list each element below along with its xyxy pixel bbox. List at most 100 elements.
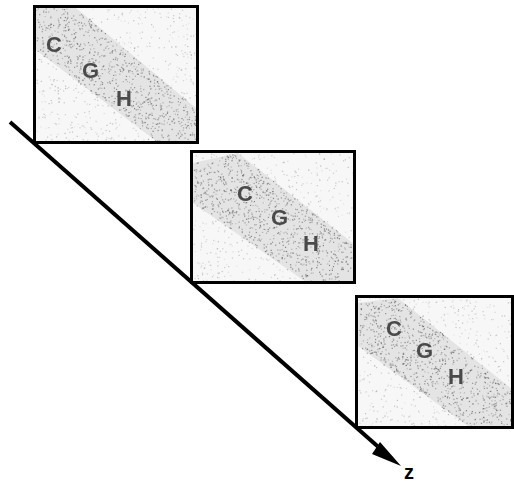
noise-speck (323, 208, 324, 209)
noise-speck (352, 173, 353, 174)
noise-speck (125, 62, 126, 63)
noise-speck (173, 111, 174, 112)
noise-speck (348, 195, 349, 196)
noise-speck (67, 88, 68, 89)
noise-speck (183, 97, 184, 98)
noise-speck (115, 71, 116, 72)
noise-speck (194, 136, 195, 137)
noise-speck (176, 111, 177, 112)
noise-speck (149, 43, 150, 44)
noise-speck (267, 223, 268, 224)
noise-speck (90, 49, 91, 50)
noise-speck (160, 88, 161, 89)
noise-speck (196, 62, 197, 63)
noise-speck (138, 105, 139, 106)
noise-speck (115, 59, 116, 60)
noise-speck (202, 223, 203, 224)
noise-speck (84, 91, 85, 92)
noise-speck (191, 79, 192, 80)
noise-speck (146, 127, 147, 128)
noise-speck (50, 79, 51, 80)
noise-speck (316, 216, 317, 217)
noise-speck (281, 188, 282, 189)
noise-speck (110, 123, 111, 124)
noise-speck (294, 278, 295, 279)
noise-speck (203, 193, 204, 194)
noise-speck (318, 216, 319, 217)
noise-speck (307, 275, 308, 276)
noise-speck (299, 226, 300, 227)
noise-speck (111, 96, 112, 97)
noise-speck (171, 85, 172, 86)
noise-speck (325, 226, 326, 227)
noise-speck (84, 101, 85, 102)
noise-speck (332, 258, 333, 259)
noise-speck (303, 219, 304, 220)
noise-speck (207, 280, 208, 281)
noise-speck (184, 52, 185, 53)
noise-speck (295, 172, 296, 173)
noise-speck (137, 109, 138, 110)
noise-speck (177, 55, 178, 56)
noise-speck (97, 100, 98, 101)
noise-speck (168, 97, 169, 98)
noise-speck (41, 61, 42, 62)
noise-speck (345, 232, 346, 233)
noise-speck (238, 228, 239, 229)
noise-speck (149, 98, 150, 99)
noise-image (36, 8, 199, 144)
noise-speck (121, 20, 122, 21)
noise-speck (218, 227, 219, 228)
noise-speck (114, 113, 115, 114)
noise-speck (335, 182, 336, 183)
noise-speck (177, 30, 178, 31)
noise-speck (109, 65, 110, 66)
noise-speck (126, 32, 127, 33)
microscopy-panel: CGH (33, 5, 199, 144)
noise-speck (48, 127, 49, 128)
noise-speck (118, 17, 119, 18)
noise-speck (204, 268, 205, 269)
noise-speck (173, 142, 174, 143)
noise-speck (253, 217, 254, 218)
noise-speck (206, 190, 207, 191)
noise-speck (56, 10, 57, 11)
noise-speck (287, 241, 288, 242)
noise-speck (329, 281, 330, 282)
noise-speck (180, 132, 181, 133)
noise-speck (95, 92, 96, 93)
noise-speck (347, 263, 348, 264)
noise-speck (346, 261, 347, 262)
noise-speck (221, 180, 222, 181)
noise-speck (330, 234, 331, 235)
noise-speck (354, 225, 355, 226)
noise-speck (98, 29, 99, 30)
noise-speck (91, 27, 92, 28)
noise-speck (85, 25, 86, 26)
noise-speck (154, 80, 155, 81)
noise-speck (117, 19, 118, 20)
noise-speck (150, 81, 151, 82)
noise-speck (317, 265, 318, 266)
noise-speck (92, 18, 93, 19)
noise-speck (197, 275, 198, 276)
noise-speck (113, 103, 114, 104)
noise-speck (204, 267, 205, 268)
noise-speck (237, 171, 238, 172)
noise-speck (107, 9, 108, 10)
noise-speck (79, 78, 80, 79)
noise-speck (77, 59, 78, 60)
noise-speck (301, 228, 302, 229)
noise-speck (228, 174, 229, 175)
noise-speck (317, 172, 318, 173)
noise-speck (224, 267, 225, 268)
noise-speck (255, 244, 256, 245)
noise-speck (196, 196, 197, 197)
noise-speck (197, 111, 198, 112)
noise-speck (136, 71, 137, 72)
noise-speck (39, 59, 40, 60)
noise-speck (132, 71, 133, 72)
noise-speck (110, 61, 111, 62)
noise-speck (140, 128, 141, 129)
noise-speck (115, 57, 116, 58)
